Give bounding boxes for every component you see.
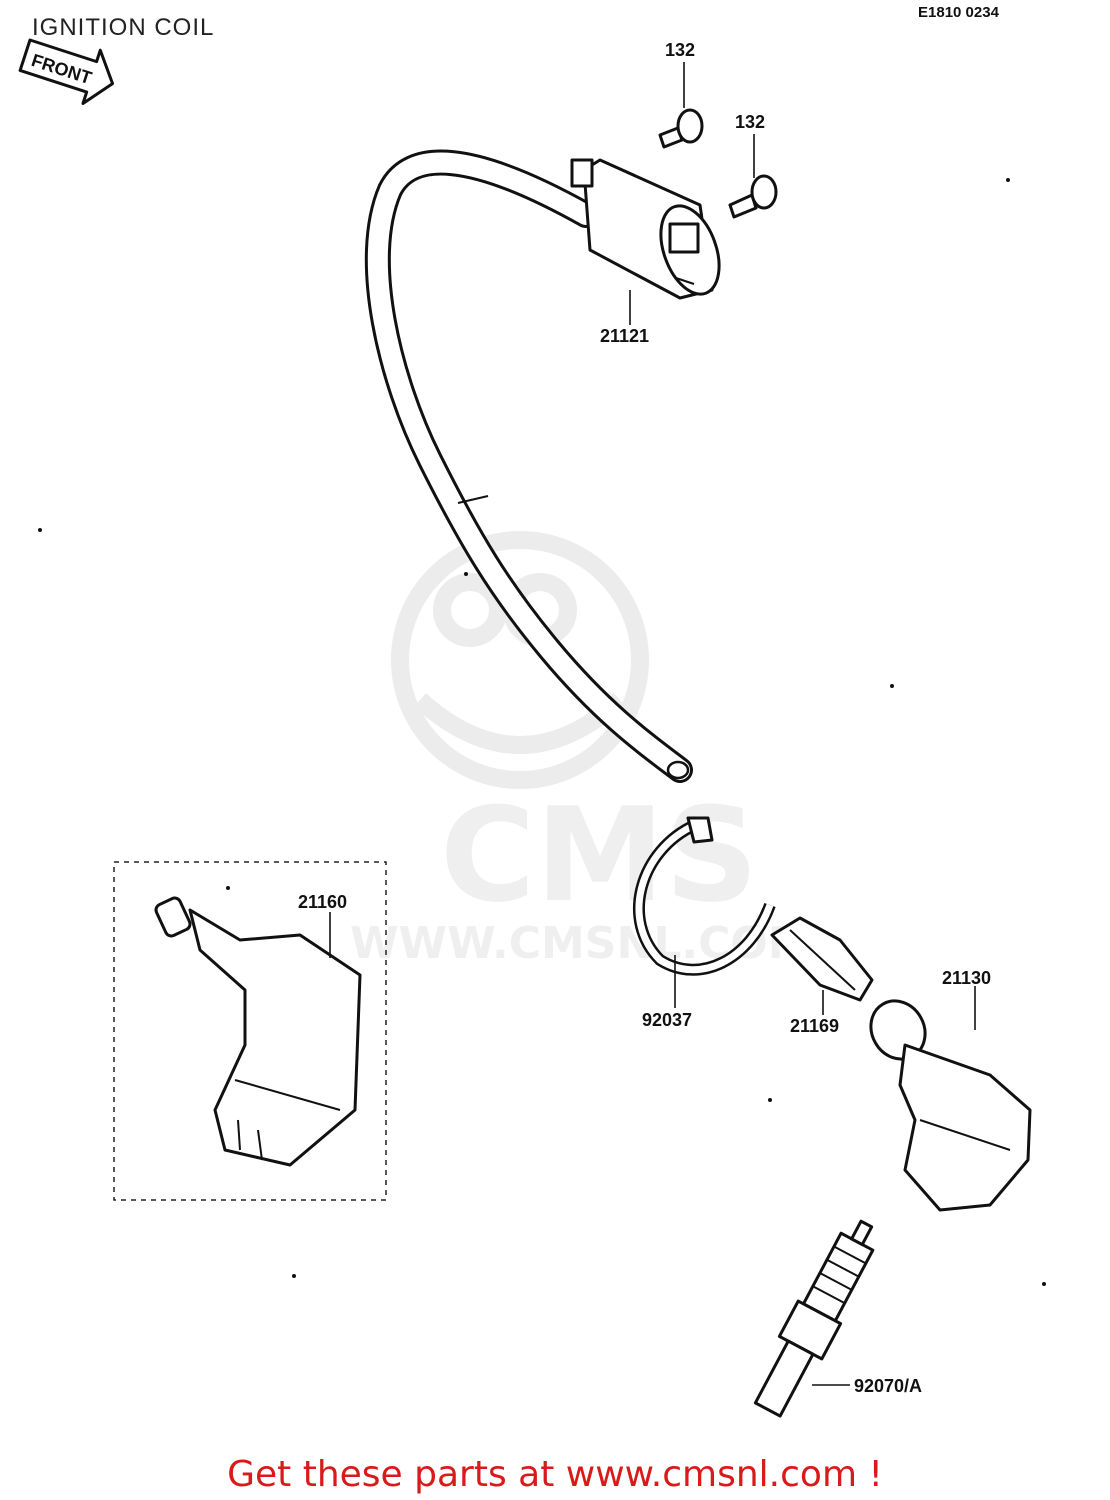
callout-plug: 92070/A: [854, 1376, 922, 1396]
watermark-logo: CMS WWW.CMSNL.COM: [350, 531, 812, 969]
plug-cap: [869, 999, 1032, 1212]
alternate-part-box: [113, 861, 387, 1201]
callout-clip: 21169: [790, 1016, 839, 1036]
scan-specks: [38, 178, 1046, 1286]
bolt-2-icon: [728, 174, 778, 219]
exploded-parts-diagram: CMS WWW.CMSNL.COM FRONT: [18, 38, 1046, 1418]
callout-bolt-2: 132: [735, 112, 765, 132]
watermark-brand: CMS: [440, 779, 758, 931]
front-arrow-icon: FRONT: [18, 38, 115, 105]
callout-cap: 21130: [942, 968, 991, 988]
bolt-1-icon: [658, 108, 704, 149]
footer-parts-link[interactable]: Get these parts at www.cmsnl.com !: [227, 1454, 883, 1495]
callout-coil: 21121: [600, 326, 649, 346]
callout-bolt-1: 132: [665, 40, 695, 60]
ignition-lead: [364, 149, 693, 783]
cable-clip: [770, 916, 874, 1002]
ignition-coil: [570, 158, 721, 300]
alternate-plug-cap: [154, 896, 362, 1167]
band-clamp: [632, 816, 776, 976]
spark-plug: [753, 1219, 875, 1418]
page-title: IGNITION COIL: [32, 14, 215, 41]
diagram-code: E1810 0234: [918, 4, 999, 21]
callout-band: 92037: [642, 1010, 692, 1030]
callout-cap-alt: 21160: [298, 892, 347, 912]
